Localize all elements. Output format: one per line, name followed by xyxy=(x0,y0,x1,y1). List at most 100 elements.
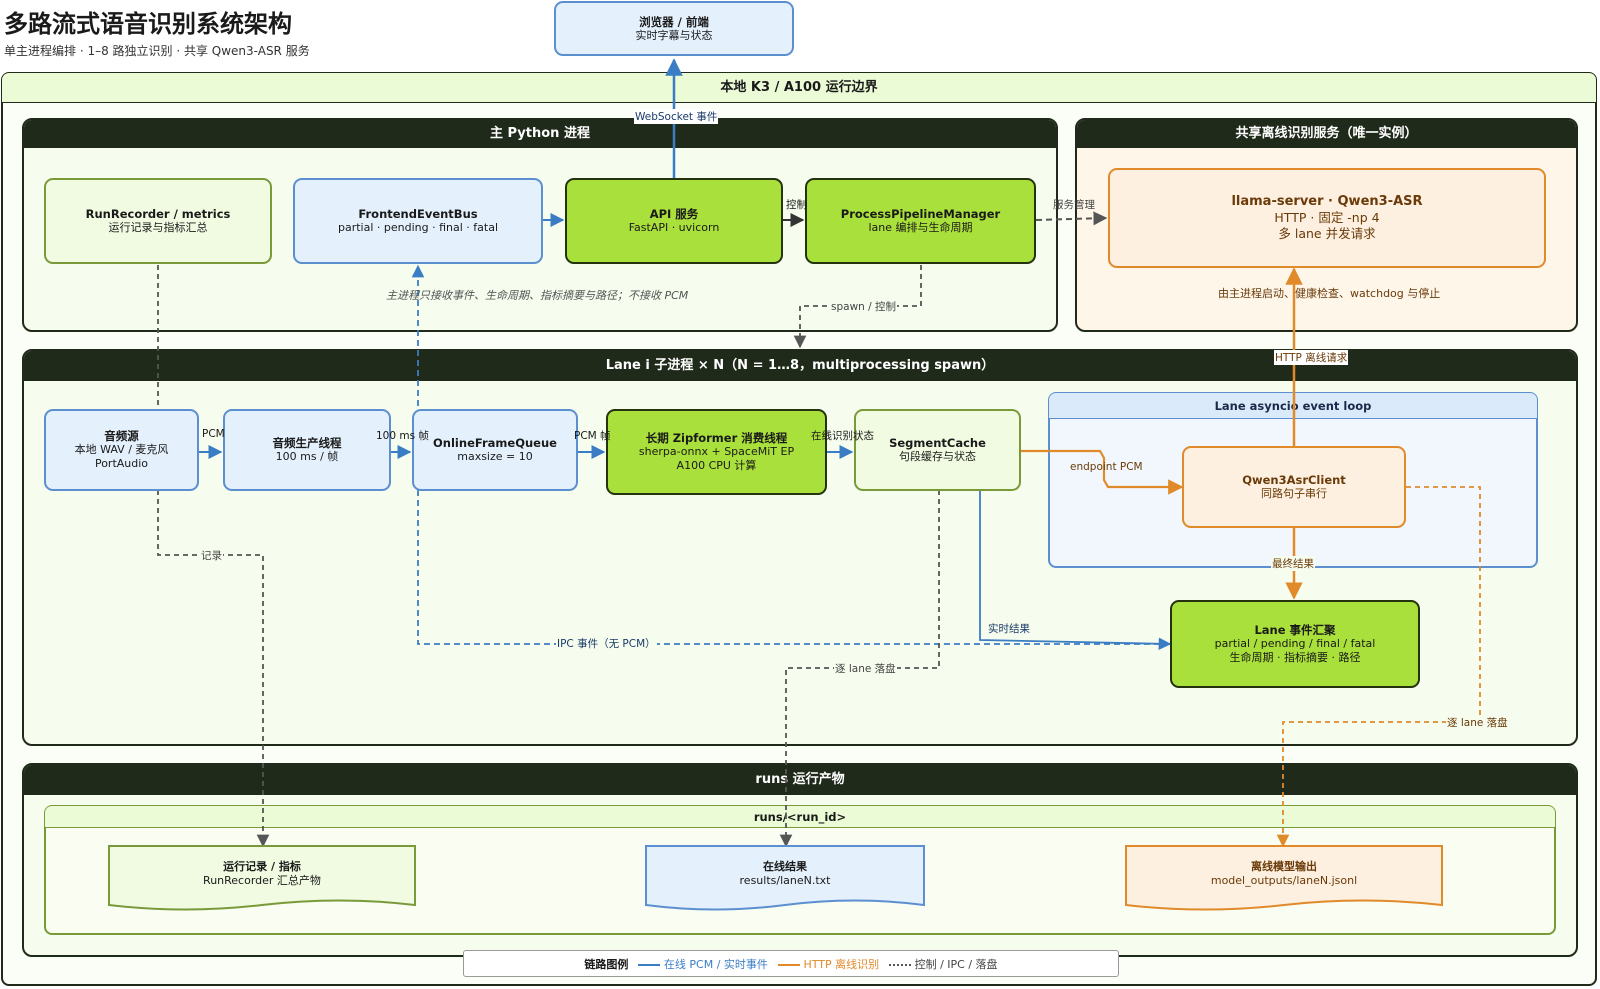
edge-ipc-event xyxy=(411,264,1170,645)
label-realtime-result: 实时结果 xyxy=(988,623,1030,635)
main-process-note: 主进程只接收事件、生命周期、指标摘要与路径；不接收 PCM xyxy=(386,289,689,302)
label-frame-100ms: 100 ms 帧 xyxy=(376,430,429,442)
api-desc: FastAPI · uvicorn xyxy=(628,221,720,234)
run-recorder-node[interactable]: RunRecorder / metrics 运行记录与指标汇总 xyxy=(44,178,272,264)
zipformer-node[interactable]: 长期 Zipformer 消费线程 sherpa-onnx + SpaceMiT… xyxy=(606,409,827,495)
frontend-bus-title: FrontendEventBus xyxy=(358,207,478,221)
runtime-boundary-header: 本地 K3 / A100 运行边界 xyxy=(2,73,1596,103)
doc-online[interactable]: 在线结果 results/laneN.txt xyxy=(646,850,924,898)
frontend-bus-desc: partial · pending · final · fatal xyxy=(337,221,498,234)
segment-cache-node[interactable]: SegmentCache 句段缓存与状态 xyxy=(854,409,1021,491)
api-service-node[interactable]: API 服务 FastAPI · uvicorn xyxy=(565,178,783,264)
zipformer-title: 长期 Zipformer 消费线程 xyxy=(645,431,788,445)
doc-online-shape xyxy=(645,845,925,911)
audio-producer-title: 音频生产线程 xyxy=(272,436,342,450)
shared-service-title: 共享离线识别服务（唯一实例） xyxy=(1235,126,1418,141)
event-summary-title: Lane 事件汇聚 xyxy=(1254,623,1336,637)
browser-title: 浏览器 / 前端 xyxy=(639,14,709,29)
api-title: API 服务 xyxy=(649,207,699,221)
frontend-event-bus-node[interactable]: FrontendEventBus partial · pending · fin… xyxy=(293,178,543,264)
legend-online-label: 在线 PCM / 实时事件 xyxy=(663,957,768,971)
doc-records[interactable]: 运行记录 / 指标 RunRecorder 汇总产物 xyxy=(109,850,415,898)
label-online-state: 在线识别状态 xyxy=(811,430,874,442)
qwen-client-node[interactable]: Qwen3AsrClient 同路句子串行 xyxy=(1182,446,1406,528)
runs-header: runs 运行产物 xyxy=(24,765,1576,795)
label-spawn-control: spawn / 控制 xyxy=(830,299,898,314)
browser-desc: 实时字幕与状态 xyxy=(635,28,713,42)
runtime-boundary-title: 本地 K3 / A100 运行边界 xyxy=(720,80,878,95)
doc-offline-desc: model_outputs/laneN.jsonl xyxy=(1210,874,1358,887)
runs-folder-label: runs/<run_id> xyxy=(753,810,847,824)
legend: 链路图例 在线 PCM / 实时事件 HTTP 离线识别 控制 / IPC / … xyxy=(463,950,1119,977)
doc-records-title: 运行记录 / 指标 xyxy=(223,860,301,873)
audio-source-title: 音频源 xyxy=(104,429,139,443)
edge-realtime-result xyxy=(979,490,1172,651)
event-summary-line1: partial / pending / final / fatal xyxy=(1214,637,1376,650)
legend-control: 控制 / IPC / 落盘 xyxy=(889,956,998,972)
qwen-client-desc: 同路句子串行 xyxy=(1261,487,1327,500)
lane-event-summary-node[interactable]: Lane 事件汇聚 partial / pending / final / fa… xyxy=(1170,600,1420,688)
audio-producer-node[interactable]: 音频生产线程 100 ms / 帧 xyxy=(223,409,391,491)
doc-online-desc: results/laneN.txt xyxy=(739,874,831,887)
legend-http: HTTP 离线识别 xyxy=(777,956,880,972)
segment-cache-desc: 句段缓存与状态 xyxy=(899,450,976,463)
main-process-title: 主 Python 进程 xyxy=(490,126,590,141)
label-websocket: WebSocket 事件 xyxy=(634,109,719,124)
doc-offline-title: 离线模型输出 xyxy=(1251,860,1317,873)
llama-server-line1: HTTP · 固定 -np 4 xyxy=(1274,210,1380,225)
label-ipc-event: IPC 事件（无 PCM） xyxy=(556,636,657,651)
legend-http-label: HTTP 离线识别 xyxy=(803,957,880,971)
audio-producer-desc: 100 ms / 帧 xyxy=(275,450,339,463)
frame-queue-title: OnlineFrameQueue xyxy=(433,436,557,450)
doc-online-title: 在线结果 xyxy=(763,860,807,873)
frame-queue-node[interactable]: OnlineFrameQueue maxsize = 10 xyxy=(412,409,578,491)
run-recorder-desc: 运行记录与指标汇总 xyxy=(108,221,208,234)
legend-title: 链路图例 xyxy=(584,957,629,971)
page-subtitle: 单主进程编排 · 1–8 路独立识别 · 共享 Qwen3-ASR 服务 xyxy=(4,44,310,58)
frame-queue-desc: maxsize = 10 xyxy=(457,450,533,463)
label-final-result: 最终结果 xyxy=(1271,556,1315,571)
audio-source-line2: PortAudio xyxy=(94,457,149,470)
label-pcm-frame: PCM 帧 xyxy=(574,430,611,442)
legend-online-line-icon xyxy=(638,963,661,966)
qwen-client-title: Qwen3AsrClient xyxy=(1242,473,1346,487)
doc-records-shape xyxy=(108,845,416,911)
shared-service-note: 由主进程启动、健康检查、watchdog 与停止 xyxy=(1218,287,1441,300)
label-pcm: PCM xyxy=(202,428,225,440)
pipeline-manager-desc: lane 编排与生命周期 xyxy=(868,221,973,234)
pipeline-manager-node[interactable]: ProcessPipelineManager lane 编排与生命周期 xyxy=(805,178,1036,264)
runs-title: runs 运行产物 xyxy=(755,772,845,787)
zipformer-line1: sherpa-onnx + SpaceMiT EP xyxy=(638,445,795,458)
runs-folder-header: runs/<run_id> xyxy=(45,806,1555,828)
doc-offline-shape xyxy=(1125,845,1443,911)
lane-title: Lane i 子进程 × N（N = 1…8，multiprocessing s… xyxy=(605,358,995,373)
audio-source-node[interactable]: 音频源 本地 WAV / 麦克风 PortAudio xyxy=(44,409,199,491)
shared-service-header: 共享离线识别服务（唯一实例） xyxy=(1077,120,1576,148)
legend-control-label: 控制 / IPC / 落盘 xyxy=(914,957,998,971)
audio-source-line1: 本地 WAV / 麦克风 xyxy=(74,443,169,456)
label-control: 控制 xyxy=(786,199,807,211)
edge-endpoint-pcm xyxy=(1021,449,1184,495)
label-service-mgmt: 服务管理 xyxy=(1053,199,1095,211)
label-per-lane-disk-offline: 逐 lane 落盘 xyxy=(1446,715,1509,730)
pipeline-manager-title: ProcessPipelineManager xyxy=(840,207,1001,221)
llama-server-title: llama-server · Qwen3-ASR xyxy=(1231,194,1423,209)
legend-control-line-icon xyxy=(889,963,912,966)
doc-records-desc: RunRecorder 汇总产物 xyxy=(203,874,321,887)
page-title: 多路流式语音识别系统架构 xyxy=(4,10,292,38)
label-endpoint-pcm: endpoint PCM xyxy=(1070,461,1143,473)
llama-server-node[interactable]: llama-server · Qwen3-ASR HTTP · 固定 -np 4… xyxy=(1108,168,1546,268)
legend-http-line-icon xyxy=(777,963,800,966)
label-per-lane-disk-online: 逐 lane 落盘 xyxy=(834,661,897,676)
doc-offline[interactable]: 离线模型输出 model_outputs/laneN.jsonl xyxy=(1126,850,1442,898)
edge-service-mgmt xyxy=(1035,211,1108,226)
label-http-request: HTTP 离线请求 xyxy=(1274,350,1349,365)
browser-node[interactable]: 浏览器 / 前端 实时字幕与状态 xyxy=(554,1,794,56)
zipformer-line2: A100 CPU 计算 xyxy=(676,459,757,472)
main-process-header: 主 Python 进程 xyxy=(24,120,1056,148)
segment-cache-title: SegmentCache xyxy=(889,436,986,450)
llama-server-line2: 多 lane 并发请求 xyxy=(1278,226,1376,241)
event-summary-line2: 生命周期 · 指标摘要 · 路径 xyxy=(1229,651,1361,664)
run-recorder-title: RunRecorder / metrics xyxy=(85,207,231,221)
